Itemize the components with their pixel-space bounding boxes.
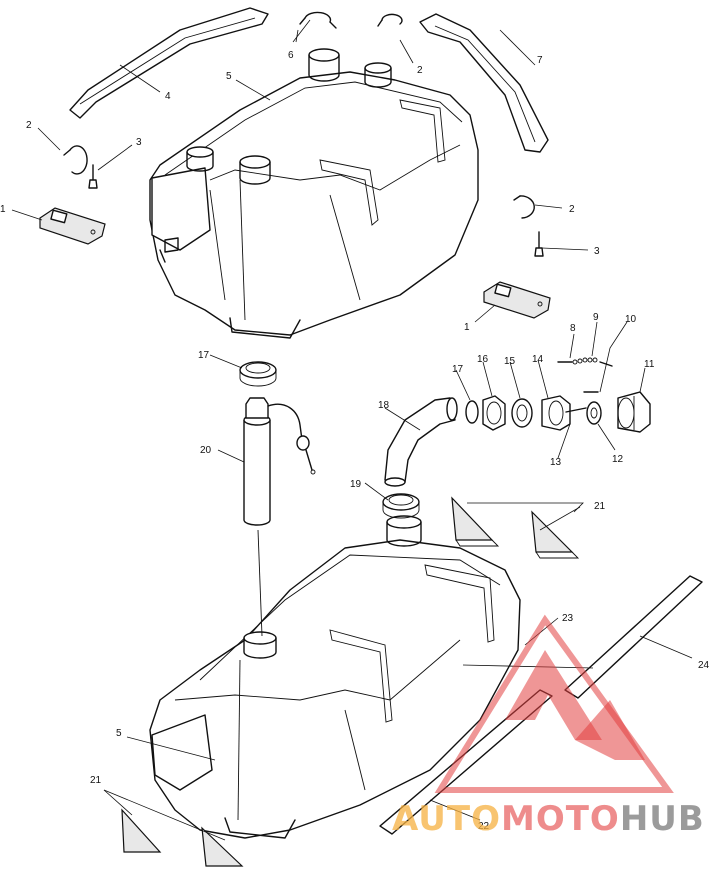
screw-13 [565,407,587,413]
callout-6: 6 [288,50,294,61]
strap-right [419,13,549,153]
callout-4: 4 [165,91,171,102]
callout-5-upper: 5 [226,71,232,82]
callout-2-top-right: 2 [417,65,423,76]
callout-1-right: 1 [464,322,470,333]
callout-22: 22 [478,821,490,832]
callout-12: 12 [612,454,624,465]
strap-left [69,7,269,119]
callout-15: 15 [504,356,516,367]
callout-3-right: 3 [594,246,600,257]
watermark-brand-hub: HUB [620,799,705,839]
callout-2-right: 2 [569,204,575,215]
callout-23: 23 [562,613,574,624]
callout-10: 10 [625,314,637,325]
callout-labels: 1 1 2 2 2 3 3 4 5 5 6 7 8 9 10 11 12 13 … [0,50,710,832]
clip-2-top-left [299,11,337,29]
fuel-sender-20 [243,397,316,526]
ring-17 [239,361,277,387]
tether-8-9-10 [557,357,613,393]
callout-7: 7 [537,55,543,66]
bolt-3-right [534,231,544,257]
clip-2-left [63,145,88,175]
bracket-1-right [483,281,551,319]
watermark-logo [434,614,674,793]
lower-fuel-tank [149,515,521,839]
callout-8: 8 [570,323,576,334]
callout-2-left: 2 [26,120,32,131]
watermark-brand-moto: MOTO [501,799,620,839]
callout-1-left: 1 [0,204,6,215]
callout-16: 16 [477,354,489,365]
filler-hose-18 [384,397,458,487]
clip-2-right [513,195,535,219]
pad-21-lower-left [121,808,162,853]
callout-9: 9 [593,312,599,323]
washer-12 [586,401,602,425]
callout-5-lower: 5 [116,728,122,739]
callout-24: 24 [698,660,710,671]
pad-21-upper-left [451,496,500,547]
callout-21-upper: 21 [594,501,606,512]
callout-21-lower: 21 [90,775,102,786]
callout-17-top: 17 [198,350,210,361]
callout-19: 19 [350,479,362,490]
fuel-cap-11 [617,391,651,433]
pad-21-lower-right [201,826,244,867]
clamp-7 [465,400,479,424]
callout-13: 13 [550,457,562,468]
ring-19 [382,493,420,519]
callout-11: 11 [644,359,655,370]
pad-21-upper-right [531,510,580,559]
bolt-3-left [88,164,98,189]
flange-16 [482,395,506,431]
watermark-brand: AUTOMOTOHUB [392,799,705,839]
callout-18: 18 [378,400,390,411]
leader-lines [11,19,693,841]
upper-fuel-tank [149,48,479,339]
watermark-brand-auto: AUTO [392,799,501,839]
clip-2-top-right [377,13,403,27]
callout-20: 20 [200,445,212,456]
callout-17-assembly: 17 [452,364,464,375]
gasket-15 [511,398,533,428]
callout-14: 14 [532,354,544,365]
neck-14 [541,395,571,431]
callout-3-left: 3 [136,137,142,148]
bracket-1-left [39,207,106,245]
